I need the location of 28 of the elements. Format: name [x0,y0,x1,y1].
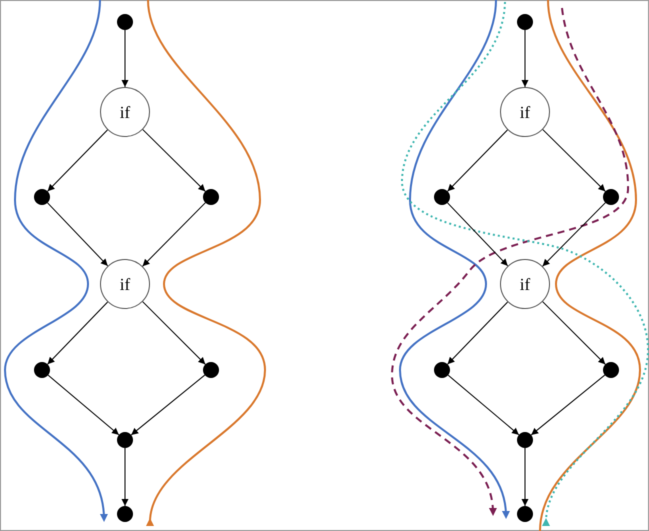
arrow [122,448,128,506]
arrow [130,374,206,436]
arrow [542,301,606,365]
arrow [542,129,606,192]
arrow [122,30,128,88]
node-label: if [520,104,530,120]
arrow [447,202,508,266]
arrow [530,374,606,436]
arrow [522,30,528,88]
arrow [448,374,520,436]
node-label: if [120,276,130,292]
arrow [447,302,508,365]
arrow [522,448,528,506]
arrow [142,301,206,365]
condition-node [500,87,550,137]
arrow [47,202,108,266]
arrow [47,302,108,365]
condition-node [100,87,150,137]
node-label: if [120,104,130,120]
node-label: if [520,276,530,292]
condition-node [500,259,550,309]
arrow [142,129,206,192]
arrow [47,129,108,192]
arrow [447,129,508,192]
condition-node [100,259,150,309]
arrow [542,202,606,267]
arrow [142,202,206,267]
arrow [48,374,120,436]
